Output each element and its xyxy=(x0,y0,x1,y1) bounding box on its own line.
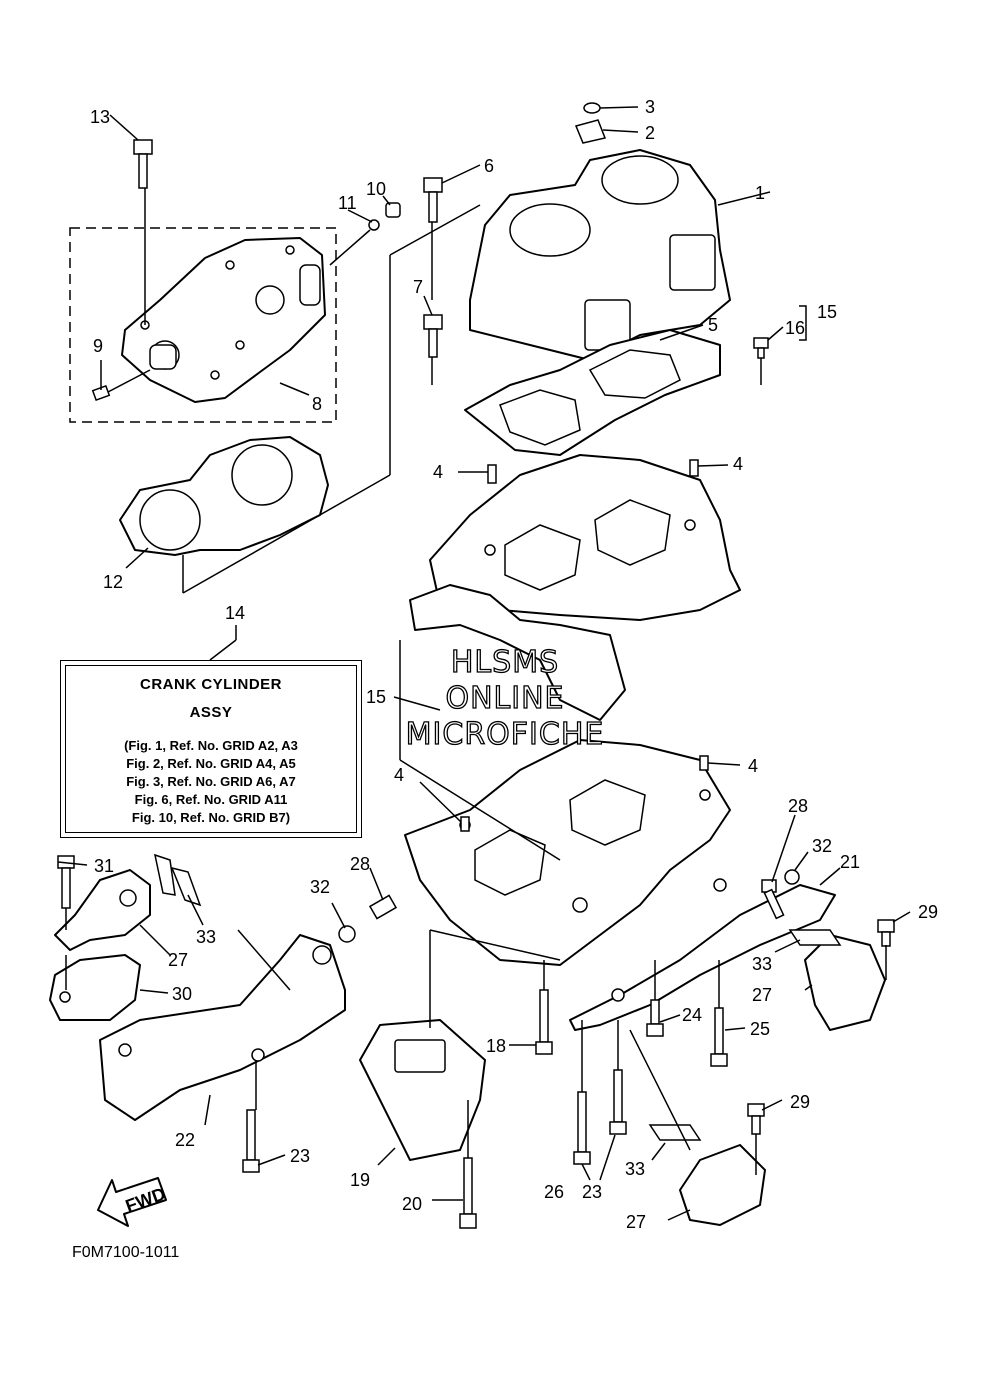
bolt-16 xyxy=(753,337,769,359)
callout-29b: 29 xyxy=(790,1092,810,1112)
cylinder-head-cover xyxy=(69,227,337,423)
callout-23a: 23 xyxy=(290,1146,310,1166)
bolt-28-left xyxy=(368,894,398,920)
watermark-line: HLSMS xyxy=(450,644,560,680)
screw-3 xyxy=(583,102,601,114)
head-gasket xyxy=(119,436,329,556)
bolt-25 xyxy=(710,1007,728,1067)
callout-4d: 4 xyxy=(394,765,404,785)
callout-6: 6 xyxy=(484,156,494,176)
bolt-29-upper xyxy=(877,919,895,947)
callout-20: 20 xyxy=(402,1194,422,1214)
bolt-26 xyxy=(573,1091,591,1165)
callout-labels: 1 2 3 4 4 4 4 5 6 7 8 9 10 11 12 13 14 1… xyxy=(90,97,938,1232)
note-ref-line: Fig. 2, Ref. No. GRID A4, A5 xyxy=(126,756,296,771)
callout-22: 22 xyxy=(175,1130,195,1150)
upper-crankcase xyxy=(409,454,741,721)
callout-16: 16 xyxy=(785,318,805,338)
callout-24: 24 xyxy=(682,1005,702,1025)
bolts xyxy=(57,102,895,1229)
forward-arrow: FWD xyxy=(97,1177,168,1227)
bracket-2 xyxy=(574,119,607,144)
engine-bed-right xyxy=(569,878,836,1031)
callout-26: 26 xyxy=(544,1182,564,1202)
leader-lines xyxy=(57,106,911,1221)
callout-1: 1 xyxy=(755,183,765,203)
callout-25: 25 xyxy=(750,1019,770,1039)
callout-15b: 15 xyxy=(366,687,386,707)
bolt-24 xyxy=(646,999,664,1037)
engine-bed-left xyxy=(99,934,346,1121)
engine-damper xyxy=(359,1019,486,1161)
callout-30: 30 xyxy=(172,984,192,1004)
callout-15a: 15 xyxy=(817,302,837,322)
callout-28b: 28 xyxy=(788,796,808,816)
callout-5: 5 xyxy=(708,315,718,335)
callout-7: 7 xyxy=(413,277,423,297)
callout-32b: 32 xyxy=(812,836,832,856)
bolt-6 xyxy=(423,177,443,223)
callout-28a: 28 xyxy=(350,854,370,874)
bolt-29-lower xyxy=(747,1103,765,1135)
bolt-7 xyxy=(423,314,443,358)
bolt-28-right xyxy=(761,879,785,920)
engine-mount-right-lower xyxy=(679,1144,766,1226)
note-ref-line: Fig. 3, Ref. No. GRID A6, A7 xyxy=(126,774,296,789)
cylinder-block xyxy=(469,149,731,361)
note-title-line2: ASSY xyxy=(189,704,233,721)
watermark-line: ONLINE xyxy=(445,680,565,716)
washer-32-right xyxy=(784,869,800,885)
callout-4a: 4 xyxy=(433,462,443,482)
note-ref-line: Fig. 10, Ref. No. GRID B7) xyxy=(131,810,291,825)
callout-3: 3 xyxy=(645,97,655,117)
note-box-inner: CRANK CYLINDER ASSY (Fig. 1, Ref. No. GR… xyxy=(65,665,357,833)
callout-12: 12 xyxy=(103,572,123,592)
callout-27b: 27 xyxy=(752,985,772,1005)
callout-10: 10 xyxy=(366,179,386,199)
engine-mount-left xyxy=(49,869,151,1021)
callout-18: 18 xyxy=(486,1036,506,1056)
watermark-line: MICROFICHE xyxy=(405,716,605,752)
bolt-23-left xyxy=(242,1109,260,1173)
note-ref-line: Fig. 6, Ref. No. GRID A11 xyxy=(134,792,288,807)
callout-33c: 33 xyxy=(625,1159,645,1179)
callout-8: 8 xyxy=(312,394,322,414)
bolt-13 xyxy=(133,139,153,189)
callout-19: 19 xyxy=(350,1170,370,1190)
lower-crankcase xyxy=(404,739,731,966)
callout-21: 21 xyxy=(840,852,860,872)
callout-23b: 23 xyxy=(582,1182,602,1202)
callout-32a: 32 xyxy=(310,877,330,897)
callout-33a: 33 xyxy=(196,927,216,947)
dowel-pins xyxy=(460,459,709,832)
diagram-code: F0M7100-1011 xyxy=(72,1244,180,1261)
callout-11: 11 xyxy=(338,193,357,213)
washer-32-left xyxy=(338,925,356,943)
callout-29a: 29 xyxy=(918,902,938,922)
callout-4c: 4 xyxy=(748,756,758,776)
bolt-23-right xyxy=(609,1069,627,1135)
callout-4b: 4 xyxy=(733,454,743,474)
bolt-20 xyxy=(459,1157,477,1229)
plug-10 xyxy=(385,202,401,218)
cylinder-base-gasket xyxy=(464,329,721,456)
engine-mount-right-upper xyxy=(804,934,886,1031)
callout-13: 13 xyxy=(90,107,110,127)
note-ref-line: (Fig. 1, Ref. No. GRID A2, A3 xyxy=(124,738,298,753)
callout-27c: 27 xyxy=(626,1212,646,1232)
assembly-note-box: CRANK CYLINDER ASSY (Fig. 1, Ref. No. GR… xyxy=(60,660,362,838)
callout-9: 9 xyxy=(93,336,103,356)
bolt-18 xyxy=(535,989,553,1055)
callout-14: 14 xyxy=(225,603,245,623)
callout-27a: 27 xyxy=(168,950,188,970)
bracket-15-16 xyxy=(799,305,807,341)
callout-31: 31 xyxy=(94,856,114,876)
note-title-line1: CRANK CYLINDER xyxy=(140,676,282,693)
callout-2: 2 xyxy=(645,123,655,143)
bolt-9 xyxy=(91,384,111,402)
watermark: HLSMS ONLINE MICROFICHE xyxy=(380,644,630,753)
callout-33b: 33 xyxy=(752,954,772,974)
